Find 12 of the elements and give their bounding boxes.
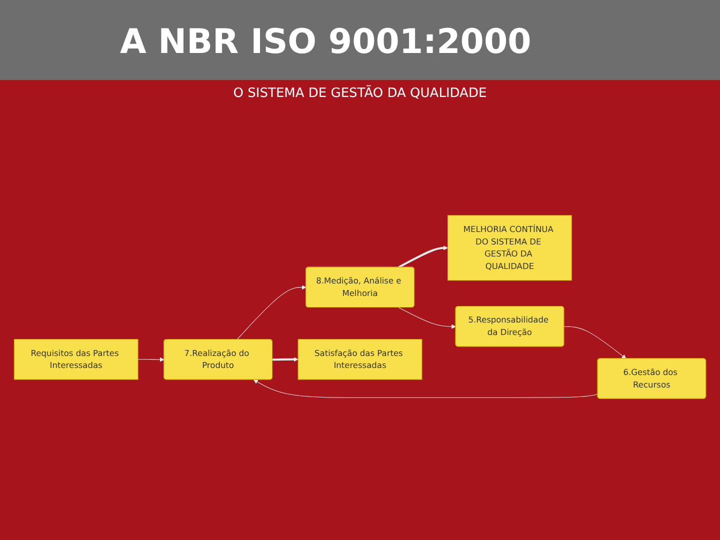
arrow [398,307,456,329]
arrow [236,285,306,340]
arrow [398,246,448,268]
node-box: Requisitos das Partes Interessadas [14,339,138,380]
arrow [564,326,626,359]
subtitle: O SISTEMA DE GESTÃO DA QUALIDADE [232,86,488,101]
arrow [138,357,164,362]
arrow [253,380,598,398]
slide-title: A NBR ISO 9001:2000 [0,0,720,80]
node-box: Satisfação das Partes Interessadas [298,339,422,380]
arrow [272,357,298,362]
node-box: MELHORIA CONTÍNUA DO SISTEMA DE GESTÃO DA QUALIDADE [448,215,572,281]
